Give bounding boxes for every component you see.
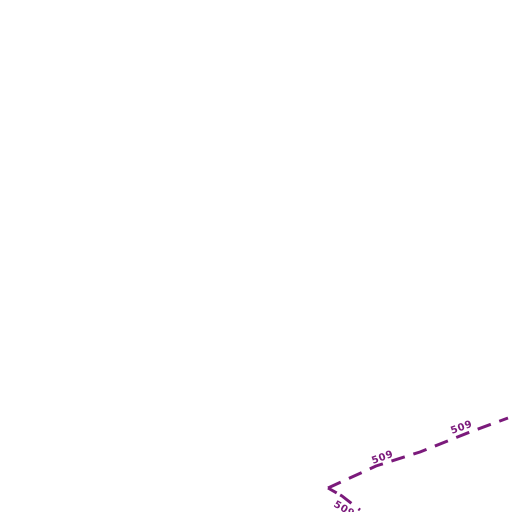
route-label: 509 (332, 499, 357, 512)
route-509-segment-main (327, 416, 509, 490)
route-509-segment-branch (327, 486, 361, 512)
